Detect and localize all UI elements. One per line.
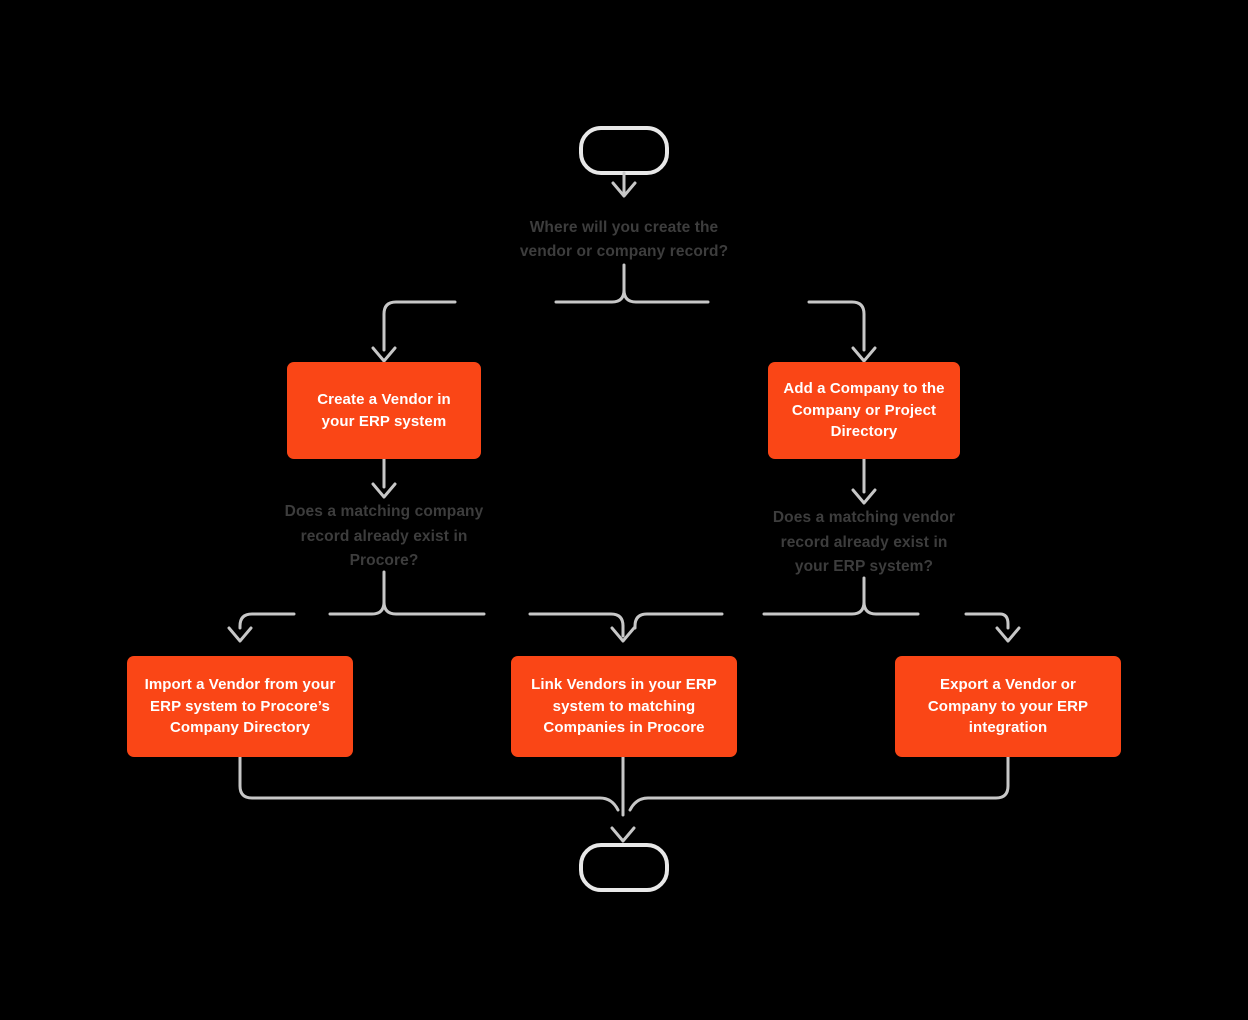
box-export-vendor-line2: Company to your ERP bbox=[927, 697, 1089, 715]
question-left: Does a matching company record already e… bbox=[264, 497, 504, 577]
arrowhead-create-vendor bbox=[371, 346, 397, 363]
start-node[interactable] bbox=[579, 126, 669, 175]
box-import-vendor-line3: Company Directory bbox=[169, 719, 311, 737]
question-right-line2: record already exist in bbox=[780, 533, 948, 551]
box-link-vendors[interactable]: Link Vendors in your ERP system to match… bbox=[511, 656, 737, 757]
question-left-line3: Procore? bbox=[349, 552, 419, 570]
connector-root-split-right bbox=[622, 288, 710, 304]
question-root-line2: vendor or company record? bbox=[519, 243, 729, 260]
box-create-vendor[interactable]: Create a Vendor in your ERP system bbox=[287, 362, 481, 459]
arrowhead-question-right bbox=[851, 488, 877, 505]
arrowhead-add-company bbox=[851, 346, 877, 363]
box-add-company-line1: Add a Company to the bbox=[783, 379, 945, 397]
arrowhead-question-left bbox=[371, 482, 397, 499]
arrowhead-root-question bbox=[611, 181, 637, 198]
connector-import-to-end bbox=[238, 755, 620, 812]
question-right: Does a matching vendor record already ex… bbox=[744, 503, 984, 583]
box-link-vendors-line3: Companies in Procore bbox=[543, 719, 705, 737]
connector-question-right-to-link bbox=[633, 612, 724, 630]
box-create-vendor-line1: Create a Vendor in bbox=[317, 390, 451, 408]
connector-root-to-add-company bbox=[807, 300, 866, 352]
box-add-company-line2: Company or Project bbox=[791, 401, 937, 419]
box-export-vendor-line3: integration bbox=[968, 719, 1048, 737]
question-root: Where will you create the vendor or comp… bbox=[494, 212, 754, 268]
connector-question-right-split-left bbox=[762, 600, 866, 616]
arrowhead-end-node bbox=[610, 826, 636, 843]
box-create-vendor-line2: your ERP system bbox=[321, 412, 447, 430]
box-export-vendor-line1: Export a Vendor or bbox=[940, 675, 1076, 693]
arrowhead-link-box bbox=[610, 626, 636, 643]
box-import-vendor[interactable]: Import a Vendor from your ERP system to … bbox=[127, 656, 353, 757]
box-link-vendors-line2: system to matching bbox=[552, 697, 696, 715]
question-left-line1: Does a matching company bbox=[284, 503, 484, 521]
end-node[interactable] bbox=[579, 843, 669, 892]
box-add-company-line3: Directory bbox=[830, 423, 898, 441]
question-left-line2: record already exist in bbox=[300, 527, 468, 545]
connector-question-right-to-export bbox=[964, 612, 1010, 630]
box-import-vendor-line1: Import a Vendor from your bbox=[144, 675, 336, 693]
question-right-line1: Does a matching vendor bbox=[772, 509, 956, 527]
connector-question-left-to-import bbox=[238, 612, 296, 630]
arrowhead-export-box bbox=[995, 626, 1021, 643]
connector-question-left-split-left bbox=[328, 600, 386, 616]
connector-question-left-to-link bbox=[528, 612, 625, 630]
connector-question-left-split-right bbox=[382, 600, 486, 616]
box-import-vendor-line2: ERP system to Procore’s bbox=[150, 697, 330, 715]
connector-root-to-create-vendor bbox=[382, 300, 457, 352]
box-export-vendor[interactable]: Export a Vendor or Company to your ERP i… bbox=[895, 656, 1121, 757]
question-root-line1: Where will you create the bbox=[529, 218, 719, 236]
connector-question-right-split-right bbox=[862, 600, 920, 616]
question-right-line3: your ERP system? bbox=[794, 558, 934, 576]
connector-root-split-left bbox=[554, 288, 626, 304]
connector-export-to-end bbox=[628, 755, 1010, 812]
box-link-vendors-line1: Link Vendors in your ERP bbox=[531, 675, 717, 693]
box-add-company[interactable]: Add a Company to the Company or Project … bbox=[768, 362, 960, 459]
arrowhead-import-box bbox=[227, 626, 253, 643]
